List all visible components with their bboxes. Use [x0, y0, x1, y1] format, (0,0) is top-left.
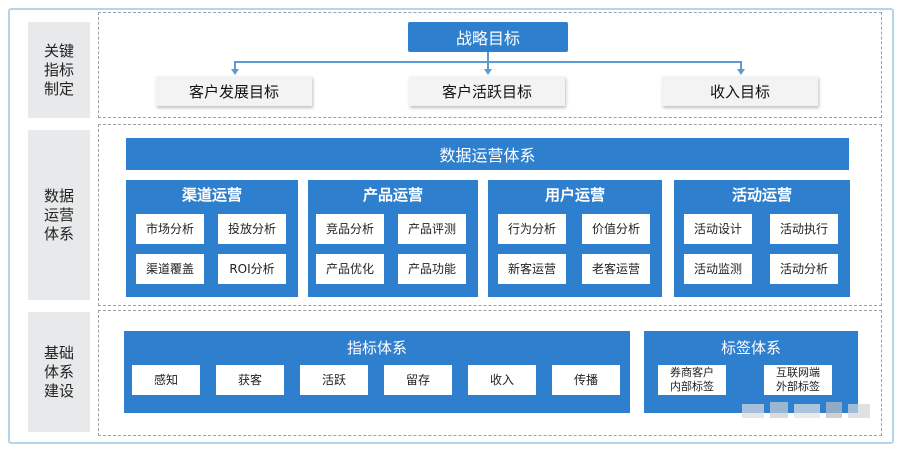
side-label-foundation: 基础 体系 建设	[28, 312, 90, 432]
tags-system: 标签体系 券商客户 内部标签 互联网端 外部标签	[644, 331, 858, 413]
metric-item: 获客	[216, 365, 284, 395]
module-channel-ops: 渠道运营 市场分析 投放分析 渠道覆盖 ROI分析	[126, 180, 298, 297]
module-title: 用户运营	[544, 186, 605, 204]
module-title: 渠道运营	[181, 186, 242, 204]
module-title: 活动运营	[731, 186, 792, 204]
section-foundation	[98, 310, 882, 436]
module-item: 新客运营	[498, 254, 566, 284]
metric-item: 留存	[384, 365, 452, 395]
metric-item: 传播	[552, 365, 620, 395]
tags-system-title: 标签体系	[720, 339, 781, 357]
module-item: 价值分析	[582, 214, 650, 244]
connector-line	[740, 61, 742, 70]
module-item: 活动设计	[684, 214, 752, 244]
connector-line	[234, 61, 236, 70]
metrics-system: 指标体系 感知 获客 活跃 留存 收入 传播	[124, 331, 630, 413]
metrics-system-title: 指标体系	[346, 339, 407, 357]
module-item: 行为分析	[498, 214, 566, 244]
arrow-down-icon	[737, 69, 745, 75]
side-label-data-ops: 数据 运营 体系	[28, 130, 90, 300]
subgoal-revenue: 收入目标	[662, 76, 818, 106]
strategic-goal: 战略目标	[408, 22, 568, 52]
module-user-ops: 用户运营 行为分析 价值分析 新客运营 老客运营	[488, 180, 662, 297]
module-item: 产品优化	[316, 254, 384, 284]
module-item: 竞品分析	[316, 214, 384, 244]
tag-item: 券商客户 内部标签	[658, 365, 726, 395]
arrow-down-icon	[231, 69, 239, 75]
module-product-ops: 产品运营 竞品分析 产品评测 产品优化 产品功能	[308, 180, 478, 297]
module-item: 活动执行	[770, 214, 838, 244]
module-item: 老客运营	[582, 254, 650, 284]
side-label-key-metrics: 关键 指标 制定	[28, 22, 90, 118]
module-item: 投放分析	[218, 214, 286, 244]
ops-system-title: 数据运营体系	[126, 138, 849, 170]
module-item: 渠道覆盖	[136, 254, 204, 284]
module-item: 产品功能	[398, 254, 466, 284]
side-label-text: 基础 体系 建设	[43, 343, 74, 400]
module-item: 市场分析	[136, 214, 204, 244]
module-item: ROI分析	[218, 254, 286, 284]
metric-item: 感知	[132, 365, 200, 395]
side-label-text: 关键 指标 制定	[43, 41, 74, 98]
subgoal-customer-activity: 客户活跃目标	[409, 76, 565, 106]
connector-line	[487, 61, 489, 70]
metric-item: 收入	[468, 365, 536, 395]
subgoal-customer-growth: 客户发展目标	[156, 76, 312, 106]
module-item: 活动监测	[684, 254, 752, 284]
section-key-metrics	[98, 12, 882, 118]
module-campaign-ops: 活动运营 活动设计 活动执行 活动监测 活动分析	[674, 180, 850, 297]
arrow-down-icon	[484, 69, 492, 75]
watermark-blur	[742, 402, 870, 418]
connector-line	[487, 52, 489, 62]
module-item: 活动分析	[770, 254, 838, 284]
module-item: 产品评测	[398, 214, 466, 244]
module-title: 产品运营	[362, 186, 423, 204]
side-label-text: 数据 运营 体系	[43, 186, 74, 243]
outer-frame	[8, 8, 894, 444]
tag-item: 互联网端 外部标签	[764, 365, 832, 395]
section-data-ops	[98, 124, 882, 306]
metric-item: 活跃	[300, 365, 368, 395]
